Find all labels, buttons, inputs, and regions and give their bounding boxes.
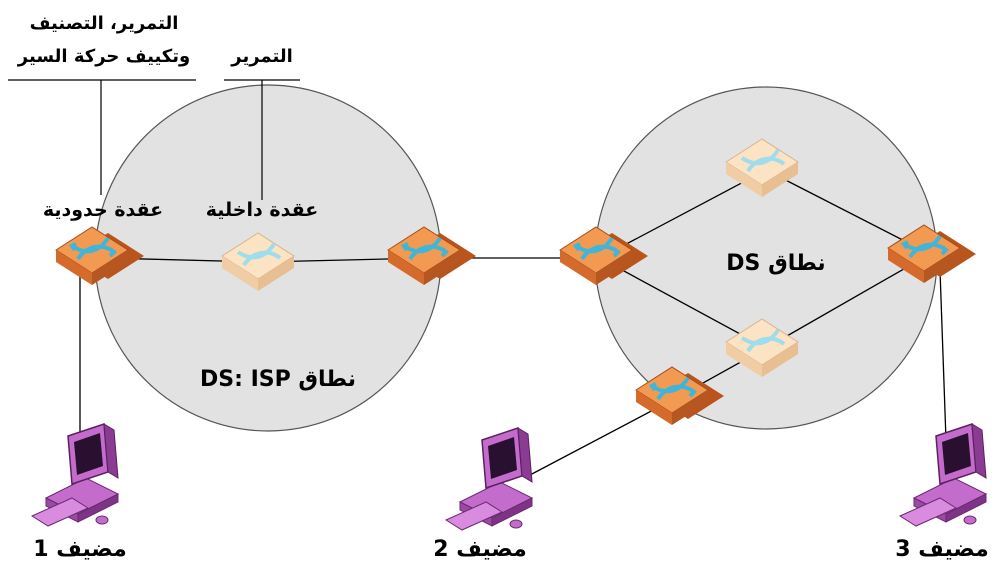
- edge-function-annotation-line2: وتكييف حركة السير: [17, 46, 190, 67]
- edge-function-annotation-line1: التمرير، التصنيف: [30, 13, 179, 34]
- host-3-label: مضيف 3: [895, 537, 988, 562]
- annotation-leaders: [8, 79, 300, 200]
- isp-ds-domain-label: نطاق DS: ISP: [200, 367, 356, 392]
- host-2-computer: [445, 427, 533, 531]
- host-1-computer: [31, 423, 119, 527]
- host-2-label: مضيف 2: [433, 537, 526, 562]
- ds-domain-label: نطاق DS: [726, 251, 825, 276]
- interior-node-label: عقدة داخلية: [206, 199, 318, 221]
- host-1-label: مضيف 1: [33, 537, 126, 562]
- host-3-computer: [899, 423, 987, 527]
- interior-function-annotation: التمرير: [230, 46, 293, 67]
- edge-node-label: عقدة حدودية: [43, 199, 163, 221]
